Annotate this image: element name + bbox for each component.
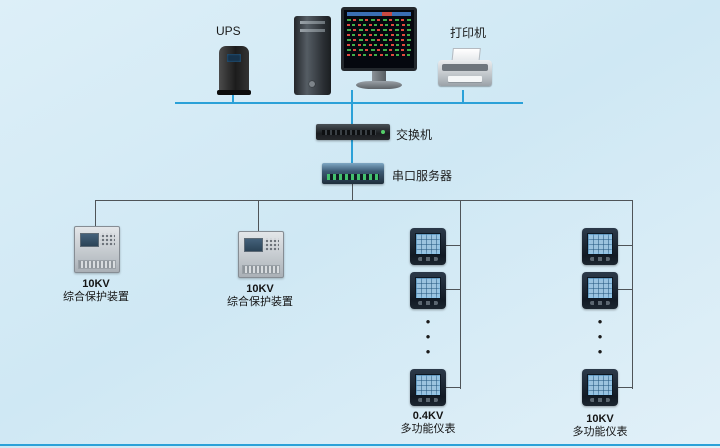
screen-row <box>347 19 411 21</box>
relay-lcd <box>80 233 99 247</box>
meter-column-2-label: 10KV 多功能仪表 <box>573 413 628 439</box>
multifunction-meter <box>410 272 446 309</box>
screen-row <box>347 49 411 51</box>
meter-buttons <box>590 301 610 305</box>
ups-label: UPS <box>216 24 241 38</box>
ups-device <box>217 46 251 95</box>
bus-to-switch-wire <box>351 104 353 124</box>
switch-ports <box>322 130 376 135</box>
screen-row <box>347 24 411 26</box>
protection1-drop-wire <box>95 200 96 226</box>
monitor-screen <box>344 10 414 68</box>
meter-column-1-name: 多功能仪表 <box>400 423 456 435</box>
protection-1-voltage: 10KV <box>82 278 110 290</box>
meter-column-2-voltage: 10KV <box>586 413 614 425</box>
screen-row <box>347 34 411 36</box>
meter-buttons <box>418 398 438 402</box>
network-switch-device <box>316 124 390 140</box>
meter-lcd <box>587 374 613 396</box>
protection-2-label: 10KV 综合保护装置 <box>227 283 293 309</box>
meter-lcd <box>415 374 441 396</box>
protection-2-name: 综合保护装置 <box>227 296 293 308</box>
bottom-border-line <box>0 444 720 446</box>
distribution-bus-line <box>95 200 632 201</box>
meter-stub-wire <box>618 245 632 246</box>
monitor <box>341 7 417 71</box>
printer-output-tray <box>448 76 482 82</box>
protection2-drop-wire <box>258 200 259 231</box>
meter-stub-wire <box>618 289 632 290</box>
meter-lcd <box>587 233 613 255</box>
relay-keypad <box>100 233 115 246</box>
multifunction-meter <box>582 228 618 265</box>
relay-lcd <box>244 238 263 252</box>
screen-row <box>347 29 411 31</box>
ups-drop-wire <box>232 92 234 103</box>
screen-row <box>347 54 411 56</box>
multifunction-meter <box>582 272 618 309</box>
meter-lcd <box>415 277 441 299</box>
protection-device-2 <box>238 231 284 278</box>
protection-1-label: 10KV 综合保护装置 <box>63 278 129 304</box>
screen-row <box>347 39 411 41</box>
meter-stub-wire <box>446 387 460 388</box>
switch-to-serial-wire <box>351 140 353 163</box>
meter-stub-wire <box>446 245 460 246</box>
protection-device-1 <box>74 226 120 273</box>
printer-label: 打印机 <box>450 26 487 40</box>
serial-port-server-device <box>322 163 384 184</box>
meter-buttons <box>590 257 610 261</box>
meter-buttons <box>418 257 438 261</box>
printer-top-band <box>442 64 488 71</box>
protection-1-name: 综合保护装置 <box>63 291 129 303</box>
multifunction-meter <box>410 369 446 406</box>
meter-buttons <box>590 398 610 402</box>
meter-column-1-voltage: 0.4KV <box>412 410 444 422</box>
meter-lcd <box>587 277 613 299</box>
monitor-base <box>356 81 402 89</box>
monitor-stand <box>372 71 386 81</box>
drive-bay <box>300 21 325 24</box>
screen-row <box>347 44 411 46</box>
serial-server-label: 串口服务器 <box>392 169 453 183</box>
meter-stub-wire <box>446 289 460 290</box>
computer-drop-wire <box>351 90 353 103</box>
switch-led <box>381 130 385 134</box>
screen-row <box>347 12 411 16</box>
top-network-bus-line <box>175 102 523 104</box>
relay-terminals <box>242 265 280 274</box>
multifunction-meter <box>582 369 618 406</box>
protection-2-voltage: 10KV <box>246 283 274 295</box>
ellipsis-dots: • • • <box>597 314 603 359</box>
serial-down-wire <box>352 184 353 201</box>
pc-tower <box>294 16 331 95</box>
printer-device <box>438 48 492 90</box>
meter-column-1-label: 0.4KV 多功能仪表 <box>401 410 456 436</box>
ups-display <box>227 54 241 62</box>
power-button-icon <box>309 81 315 87</box>
serial-server-ports <box>327 174 379 180</box>
meter-stub-wire <box>618 387 632 388</box>
ellipsis-dots: • • • <box>425 314 431 359</box>
switch-label: 交换机 <box>396 128 433 142</box>
relay-keypad <box>264 238 279 251</box>
relay-terminals <box>78 260 116 269</box>
meter-buttons <box>418 301 438 305</box>
meter-col2-riser-wire <box>632 200 633 389</box>
drive-bay <box>300 29 325 32</box>
meter-column-2-name: 多功能仪表 <box>572 426 628 438</box>
meter-lcd <box>415 233 441 255</box>
multifunction-meter <box>410 228 446 265</box>
meter-col1-riser-wire <box>460 200 461 389</box>
printer-drop-wire <box>462 90 464 103</box>
